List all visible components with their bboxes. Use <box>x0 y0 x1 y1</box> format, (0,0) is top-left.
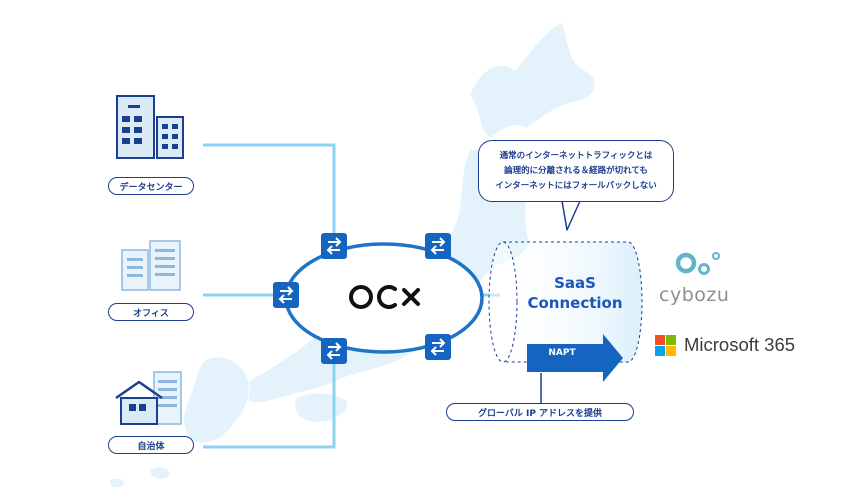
office-building-icon <box>121 240 181 291</box>
exchange-arrows-icon <box>273 282 299 308</box>
callout-bubble: 通常のインターネットトラフィックとは 論理的に分離される＆経路が切れても インタ… <box>478 140 674 202</box>
exchange-arrows-icon <box>425 233 451 259</box>
callout-line-2: 論理的に分離される＆経路が切れても <box>504 165 648 176</box>
saas-title-line-1: SaaS <box>554 274 596 292</box>
callout-line-3: インターネットにはフォールバックしない <box>495 180 657 191</box>
napt-arrow <box>527 334 623 382</box>
ocx-logo <box>349 285 420 309</box>
cybozu-wordmark: cybozu <box>659 284 730 306</box>
saas-connection-tunnel <box>488 241 643 363</box>
municipality-label: 自治体 <box>108 436 194 454</box>
callout-line-1: 通常のインターネットトラフィックとは <box>499 150 653 161</box>
datacenter-label: データセンター <box>108 177 194 195</box>
microsoft-365-wordmark: Microsoft 365 <box>684 334 796 355</box>
exchange-badges <box>273 233 451 364</box>
microsoft-logo <box>655 335 676 356</box>
napt-label: NAPT <box>548 348 576 358</box>
saas-title-line-2: Connection <box>527 294 623 312</box>
exchange-arrows-icon <box>321 338 347 364</box>
datacenter-building-icon <box>116 95 184 159</box>
exchange-arrows-icon <box>321 233 347 259</box>
municipality-house-icon <box>115 371 182 425</box>
ocx-ring <box>284 242 484 354</box>
callout-tail <box>561 200 581 231</box>
global-ip-label: グローバル IP アドレスを提供 <box>446 403 634 421</box>
site-connection-lines <box>203 143 336 449</box>
office-label: オフィス <box>108 303 194 321</box>
cybozu-logo <box>675 252 720 275</box>
exchange-arrows-icon <box>425 334 451 360</box>
saas-connection-title: SaaS Connection <box>505 273 645 313</box>
